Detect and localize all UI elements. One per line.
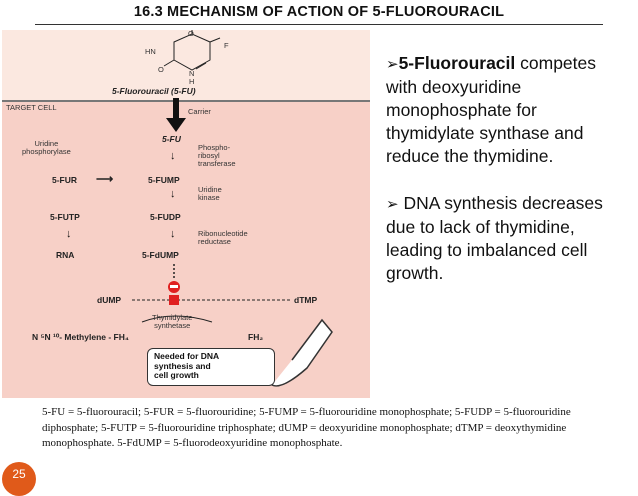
mol-n: N	[189, 69, 195, 78]
mol-h: H	[189, 77, 195, 86]
mol-o-left: O	[158, 65, 164, 74]
carrier-arrow	[166, 98, 186, 132]
fluorouracil-structure	[163, 30, 221, 71]
rna-node: RNA	[56, 250, 75, 260]
uridine-kinase-label: Uridine kinase	[198, 185, 222, 202]
arrow-fur-fump: ⟶	[96, 172, 114, 186]
bullet-1-text: competes with deoxyuridine monophosphate…	[386, 53, 597, 166]
bullet-list: ➢5-Fluorouracil competes with deoxyuridi…	[386, 52, 626, 309]
futp-node: 5-FUTP	[50, 212, 80, 222]
fu-node: 5-FU	[162, 134, 181, 144]
fur-node: 5-FUR	[52, 175, 78, 185]
mechanism-figure: HN O F O N H 5-Fluorouracil (5-FU) TARGE…	[2, 29, 370, 398]
figure-extracellular-area	[2, 30, 370, 100]
title-rule	[35, 24, 603, 25]
page-number-badge: 25	[2, 462, 36, 496]
bullet-1-bold: 5-Fluorouracil	[398, 53, 516, 73]
fudp-node: 5-FUDP	[150, 212, 181, 222]
ribonucleotide-reductase-label: Ribonucleotide reductase	[198, 229, 248, 246]
fdump-node: 5-FdUMP	[142, 250, 179, 260]
phosphoribosyl-transferase-label: Phospho- ribosyl transferase	[198, 143, 236, 168]
fh2-label: FH₂	[248, 332, 264, 342]
mol-f: F	[224, 41, 229, 50]
target-cell-label: TARGET CELL	[6, 103, 57, 112]
bullet-2: ➢ DNA synthesis decreases due to lack of…	[386, 192, 626, 285]
uridine-phosphorylase-label: Uridine phosphorylase	[22, 139, 71, 156]
abbreviation-footnote: 5-FU = 5-fluorouracil; 5-FUR = 5-fluorou…	[42, 406, 571, 449]
arrow-fu-fump: ↓	[170, 150, 176, 162]
mol-hn: HN	[145, 47, 156, 56]
dump-node: dUMP	[97, 295, 122, 305]
bullet-1: ➢5-Fluorouracil competes with deoxyuridi…	[386, 52, 626, 168]
mol-o-top: O	[188, 29, 194, 38]
fump-node: 5-FUMP	[148, 175, 180, 185]
arrow-fudp-fdump: ↓	[170, 228, 176, 240]
inhibition-diagram	[132, 264, 333, 387]
arrow-futp-rna: ↓	[66, 228, 72, 240]
needed-for-dna-box: Needed for DNA synthesis and cell growth	[147, 348, 275, 386]
methylene-fh4-label: N ⁵N ¹⁰- Methylene - FH₄	[32, 332, 129, 342]
molecule-label: 5-Fluorouracil (5-FU)	[112, 86, 196, 96]
bullet-2-text: DNA synthesis decreases due to lack of t…	[386, 193, 603, 283]
page-title: 16.3 MECHANISM OF ACTION OF 5-FLUOROURAC…	[133, 4, 505, 20]
thymidylate-synthetase-label: Thymidylate synthetase	[152, 313, 193, 330]
carrier-label: Carrier	[188, 107, 211, 116]
arrow-fump-fudp: ↓	[170, 188, 176, 200]
dtmp-node: dTMP	[294, 295, 318, 305]
bullet-arrow-icon: ➢	[386, 56, 399, 73]
bullet-arrow-icon: ➢	[386, 196, 399, 213]
